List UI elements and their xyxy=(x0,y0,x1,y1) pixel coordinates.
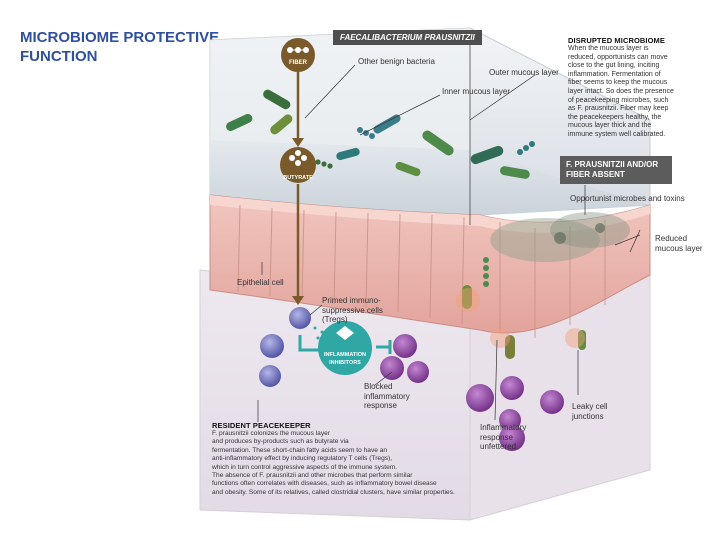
label-inner-mucous: Inner mucous layer xyxy=(442,87,511,96)
label-primed-cells: Primed immuno-suppressive cells (Tregs) xyxy=(322,296,383,324)
inhibitor-bracket xyxy=(298,335,392,354)
resident-heading: RESIDENT PEACEKEEPER xyxy=(212,421,311,430)
leaky-junction-glow xyxy=(456,288,585,348)
purple-immune-cells xyxy=(380,334,564,451)
resident-line: which in turn control aggressive aspects… xyxy=(212,463,398,471)
pointer-lines xyxy=(257,38,641,422)
label-reduced-mucous: Reduced mucous layer xyxy=(655,234,703,253)
label-epithelial: Epithelial cell xyxy=(237,278,284,287)
disrupted-line: layer intact. So does the presence xyxy=(568,87,674,95)
disrupted-line: inflammation. Fermentation of xyxy=(568,70,661,78)
label-leaky-junctions: Leaky cell junctions xyxy=(572,402,608,421)
resident-line: fermentation. These short-chain fatty ac… xyxy=(212,446,388,454)
inhibitors-line-2: INHIBITORS xyxy=(329,360,361,366)
page-title: MICROBIOME PROTECTIVE FUNCTION xyxy=(20,29,220,65)
disrupted-line: When the mucous layer is xyxy=(568,45,649,52)
resident-line: F. prausnitzii colonizes the mucous laye… xyxy=(212,430,331,437)
resident-line: functions often correlates with diseases… xyxy=(212,480,437,488)
inflammation-inhibitors-badge: INFLAMMATION INHIBITORS xyxy=(318,321,372,375)
disrupted-line: fiber seems to keep the mucous xyxy=(568,79,668,87)
disrupted-line: the peacekeepers healthy, the xyxy=(568,113,662,121)
absent-condition-box: F. PRAUSNITZII AND/OR FIBER ABSENT xyxy=(560,156,672,184)
disrupted-line: close to the gut lining, inciting xyxy=(568,62,660,70)
label-outer-mucous: Outer mucous layer xyxy=(489,68,559,77)
label-blocked-response: Blocked inflammatory response xyxy=(364,382,410,410)
butyrate-badge-label: BUTYRATE xyxy=(283,175,313,181)
mucus-block xyxy=(209,27,651,216)
disrupted-microbiome-note: DISRUPTED MICROBIOME When the mucous lay… xyxy=(568,36,708,140)
inhibitors-line-1: INFLAMMATION xyxy=(324,352,366,358)
resident-line: The absence of F. prausnitzii and other … xyxy=(212,472,413,480)
fiber-badge: FIBER xyxy=(281,38,315,72)
butyrate-badge: BUTYRATE xyxy=(280,147,316,183)
label-inflammatory-unfettered: Inflammatory response unfettered xyxy=(480,423,527,451)
process-arrows xyxy=(292,72,304,305)
treg-cell xyxy=(289,307,311,329)
disrupted-line: of peacekeeping microbes, such xyxy=(568,96,669,104)
resident-line: and obesity. Some of its relatives, call… xyxy=(212,488,455,496)
disrupted-line: immune system well calibrated. xyxy=(568,130,666,138)
disrupted-line: reduced, opportunists can move xyxy=(568,53,668,61)
disrupted-heading: DISRUPTED MICROBIOME xyxy=(568,36,666,45)
resident-line: anti-inflammatory effect by inducing reg… xyxy=(212,455,393,463)
epithelial-layer xyxy=(209,194,651,338)
species-banner: FAECALIBACTERIUM PRAUSNITZII xyxy=(333,30,482,45)
resident-line: and produces by-products such as butyrat… xyxy=(212,438,349,446)
blue-immune-cells xyxy=(259,334,284,387)
disrupted-line: mucous layer thick and the xyxy=(568,122,652,130)
benign-bacteria xyxy=(226,89,586,359)
opportunist-microbes xyxy=(490,212,630,262)
disrupted-line: as F. prausnitzii. Fiber may keep xyxy=(568,105,669,113)
fiber-badge-label: FIBER xyxy=(289,60,308,66)
resident-peacekeeper-note: RESIDENT PEACEKEEPER F. prausnitzii colo… xyxy=(212,421,482,497)
label-opportunist: Opportunist microbes and toxins xyxy=(570,194,685,203)
label-other-benign: Other benign bacteria xyxy=(358,57,435,66)
